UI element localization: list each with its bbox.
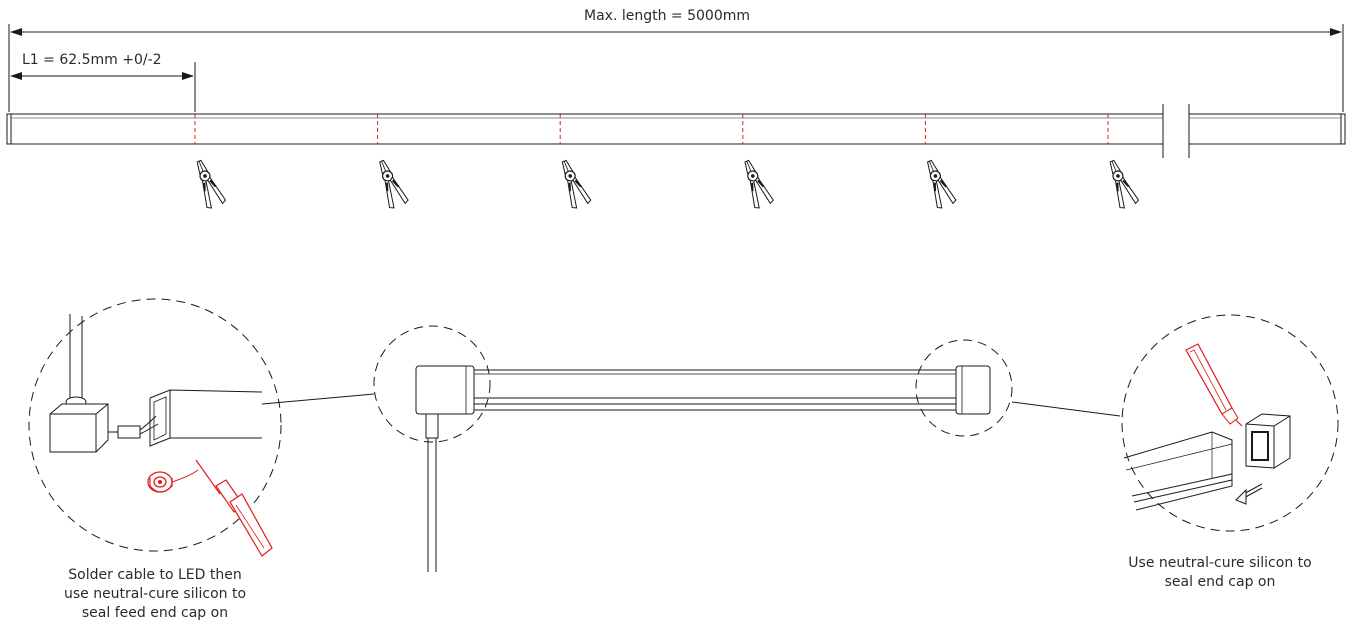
end-cap-icon xyxy=(955,365,991,415)
first-cut-dimension xyxy=(10,62,196,112)
feed-cable xyxy=(65,314,87,408)
length-break-symbol xyxy=(1162,104,1190,158)
cut-marks xyxy=(194,114,1109,144)
feed-end-caption-line-3: seal feed end cap on xyxy=(81,605,229,621)
feed-end-caption-line-1: Solder cable to LED then xyxy=(68,567,242,583)
pliers-icon xyxy=(553,156,593,211)
feed-end-cap-icon xyxy=(49,403,141,453)
max-length-label: Max. length = 5000mm xyxy=(584,8,751,24)
end-cap-icon xyxy=(1245,413,1291,469)
soldering-iron-icon xyxy=(195,459,273,557)
end-cap-caption: Use neutral-cure silicon to seal end cap… xyxy=(1100,554,1340,592)
feed-leader-line xyxy=(261,393,375,405)
profile-body xyxy=(474,369,956,411)
feed-end-caption-line-2: use neutral-cure silicon to xyxy=(63,586,247,602)
end-cap-detail xyxy=(1121,314,1339,532)
center-profile-view xyxy=(373,325,1013,572)
led-strip-end xyxy=(139,389,263,447)
pliers-icon xyxy=(1101,156,1141,211)
solder-spool-icon xyxy=(147,469,199,493)
end-cap-caption-line-2: seal end cap on xyxy=(1164,574,1276,590)
end-cap-leader-line xyxy=(1011,401,1121,417)
end-cap-caption-line-1: Use neutral-cure silicon to xyxy=(1128,555,1312,571)
neon-strip-bar xyxy=(6,104,1346,158)
pliers-icon xyxy=(919,156,958,211)
max-length-dimension xyxy=(8,24,1344,112)
first-cut-label: L1 = 62.5mm +0/-2 xyxy=(22,52,162,68)
silicone-tube-icon xyxy=(1185,343,1243,427)
pliers-icon xyxy=(371,156,410,211)
profile-end-perspective xyxy=(1123,431,1233,511)
arrow-icon xyxy=(1235,483,1263,505)
cut-tools xyxy=(188,156,1141,211)
pliers-icon xyxy=(736,156,776,211)
feed-end-detail xyxy=(28,298,282,557)
pliers-icon xyxy=(188,156,228,211)
feed-end-caption: Solder cable to LED then use neutral-cur… xyxy=(30,566,280,623)
feed-end-cap-icon xyxy=(415,365,475,572)
